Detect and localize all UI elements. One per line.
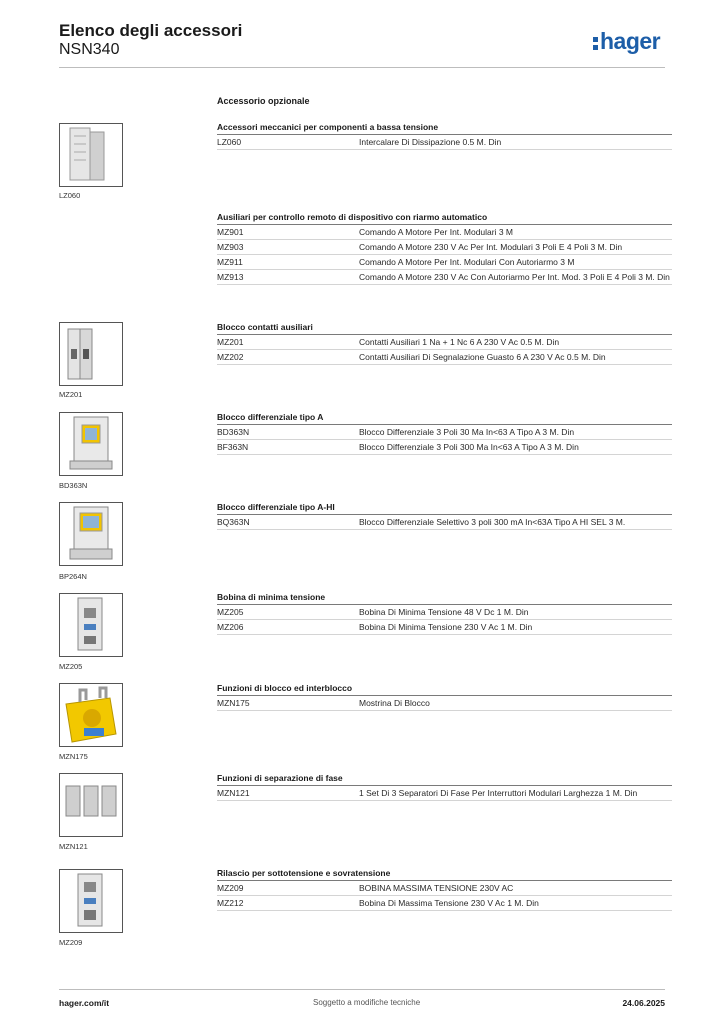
- article-code: MZ206: [217, 622, 244, 632]
- table-row: MZ913 Comando A Motore 230 V Ac Con Autor…: [217, 270, 672, 285]
- section-phase-separation: Funzioni di separazione di fase MZN121 1 …: [217, 772, 672, 801]
- product-code: NSN340: [59, 41, 120, 58]
- section-voltage-release: Rilascio per sottotensione e sovratensio…: [217, 867, 672, 911]
- optional-accessories-heading: Accessorio opzionale: [217, 96, 310, 106]
- article-code: MZ212: [217, 898, 244, 908]
- section-rcd-type-a: Blocco differenziale tipo A BD363N Blocco…: [217, 411, 672, 455]
- thumbnail-caption: MZN121: [59, 842, 88, 851]
- section-title: Blocco differenziale tipo A-HI: [217, 501, 672, 515]
- section-title: Rilascio per sottotensione e sovratensio…: [217, 867, 672, 881]
- article-code: BD363N: [217, 427, 250, 437]
- article-description: Blocco Differenziale Selettivo 3 poli 30…: [359, 517, 626, 527]
- overvoltage-release-icon: [59, 869, 123, 933]
- article-code: MZ901: [217, 227, 244, 237]
- section-title: Accessori meccanici per componenti a bas…: [217, 121, 672, 135]
- section-title: Blocco differenziale tipo A: [217, 411, 672, 425]
- article-description: BOBINA MASSIMA TENSIONE 230V AC: [359, 883, 514, 893]
- article-code: MZ201: [217, 337, 244, 347]
- article-code: MZ202: [217, 352, 244, 362]
- article-code: BF363N: [217, 442, 249, 452]
- section-title: Bobina di minima tensione: [217, 591, 672, 605]
- article-code: MZ209: [217, 883, 244, 893]
- table-row: MZ206 Bobina Di Minima Tensione 230 V Ac …: [217, 620, 672, 635]
- table-row: MZ209 BOBINA MASSIMA TENSIONE 230V AC: [217, 881, 672, 896]
- table-row: MZ212 Bobina Di Massima Tensione 230 V Ac…: [217, 896, 672, 911]
- table-row: MZ901 Comando A Motore Per Int. Modulari …: [217, 225, 672, 240]
- article-description: Blocco Differenziale 3 Poli 30 Ma In<63 …: [359, 427, 575, 437]
- table-row: MZN121 1 Set Di 3 Separatori Di Fase Per …: [217, 786, 672, 801]
- article-description: Comando A Motore Per Int. Modulari 3 M: [359, 227, 514, 237]
- article-description: Bobina Di Minima Tensione 48 V Dc 1 M. D…: [359, 607, 529, 617]
- article-code: MZ913: [217, 272, 244, 282]
- hager-logo[interactable]: hager: [593, 27, 661, 55]
- table-row: MZN175 Mostrina Di Blocco: [217, 696, 672, 711]
- undervoltage-coil-icon: [59, 593, 123, 657]
- table-row: BF363N Blocco Differenziale 3 Poli 300 Ma…: [217, 440, 672, 455]
- section-remote-control-aux: Ausiliari per controllo remoto di dispos…: [217, 211, 672, 285]
- article-description: Intercalare Di Dissipazione 0.5 M. Din: [359, 137, 502, 147]
- article-code: MZN121: [217, 788, 250, 798]
- table-row: LZ060 Intercalare Di Dissipazione 0.5 M. …: [217, 135, 672, 150]
- table-row: MZ903 Comando A Motore 230 V Ac Per Int. …: [217, 240, 672, 255]
- footer-date: 24.06.2025: [622, 998, 665, 1008]
- table-row: MZ205 Bobina Di Minima Tensione 48 V Dc 1…: [217, 605, 672, 620]
- thumbnail-caption: MZ209: [59, 938, 83, 947]
- article-description: Bobina Di Minima Tensione 230 V Ac 1 M. …: [359, 622, 533, 632]
- article-code: BQ363N: [217, 517, 250, 527]
- thumbnail-caption: BD363N: [59, 481, 88, 490]
- article-description: Mostrina Di Blocco: [359, 698, 430, 708]
- rcd-block-icon: [59, 412, 123, 476]
- logo-text: hager: [600, 28, 661, 54]
- article-code: MZ903: [217, 242, 244, 252]
- article-description: Comando A Motore Per Int. Modulari Con A…: [359, 257, 575, 267]
- article-description: Contatti Ausiliari 1 Na + 1 Nc 6 A 230 V…: [359, 337, 560, 347]
- thumbnail-caption: LZ060: [59, 191, 81, 200]
- section-title: Funzioni di separazione di fase: [217, 772, 672, 786]
- article-code: MZ205: [217, 607, 244, 617]
- table-row: MZ911 Comando A Motore Per Int. Modulari …: [217, 255, 672, 270]
- article-description: 1 Set Di 3 Separatori Di Fase Per Interr…: [359, 788, 638, 798]
- section-title: Ausiliari per controllo remoto di dispos…: [217, 211, 672, 225]
- section-title: Blocco contatti ausiliari: [217, 321, 672, 335]
- article-description: Blocco Differenziale 3 Poli 300 Ma In<63…: [359, 442, 579, 452]
- footer-website-link[interactable]: hager.com/it: [59, 998, 110, 1008]
- lock-cover-icon: [59, 683, 123, 747]
- table-row: BQ363N Blocco Differenziale Selettivo 3 p…: [217, 515, 672, 530]
- footer-note: Soggetto a modifiche tecniche: [313, 998, 421, 1007]
- table-row: BD363N Blocco Differenziale 3 Poli 30 Ma …: [217, 425, 672, 440]
- section-lock-interlock: Funzioni di blocco ed interblocco MZN175…: [217, 682, 672, 711]
- article-description: Contatti Ausiliari Di Segnalazione Guast…: [359, 352, 606, 362]
- phase-separator-icon: [59, 773, 123, 837]
- section-rcd-type-a-hi: Blocco differenziale tipo A-HI BQ363N Blo…: [217, 501, 672, 530]
- auxiliary-contact-icon: [59, 322, 123, 386]
- footer-divider: [59, 989, 665, 990]
- article-description: Bobina Di Massima Tensione 230 V Ac 1 M.…: [359, 898, 539, 908]
- table-row: MZ202 Contatti Ausiliari Di Segnalazione …: [217, 350, 672, 365]
- table-row: MZ201 Contatti Ausiliari 1 Na + 1 Nc 6 A …: [217, 335, 672, 350]
- rcd-block-hi-icon: [59, 502, 123, 566]
- thumbnail-caption: MZN175: [59, 752, 88, 761]
- article-description: Comando A Motore 230 V Ac Con Autoriarmo…: [359, 272, 670, 282]
- logo-dots-icon: [593, 34, 599, 50]
- article-description: Comando A Motore 230 V Ac Per Int. Modul…: [359, 242, 623, 252]
- thumbnail-caption: MZ205: [59, 662, 83, 671]
- article-code: MZ911: [217, 257, 243, 267]
- thumbnail-caption: MZ201: [59, 390, 83, 399]
- section-mechanical-accessories: Accessori meccanici per componenti a bas…: [217, 121, 672, 150]
- spacer-module-icon: [59, 123, 123, 187]
- article-code: MZN175: [217, 698, 250, 708]
- header-divider: [59, 67, 665, 68]
- page-title: Elenco degli accessori: [59, 21, 243, 40]
- thumbnail-caption: BP264N: [59, 572, 87, 581]
- section-title: Funzioni di blocco ed interblocco: [217, 682, 672, 696]
- article-code: LZ060: [217, 137, 242, 147]
